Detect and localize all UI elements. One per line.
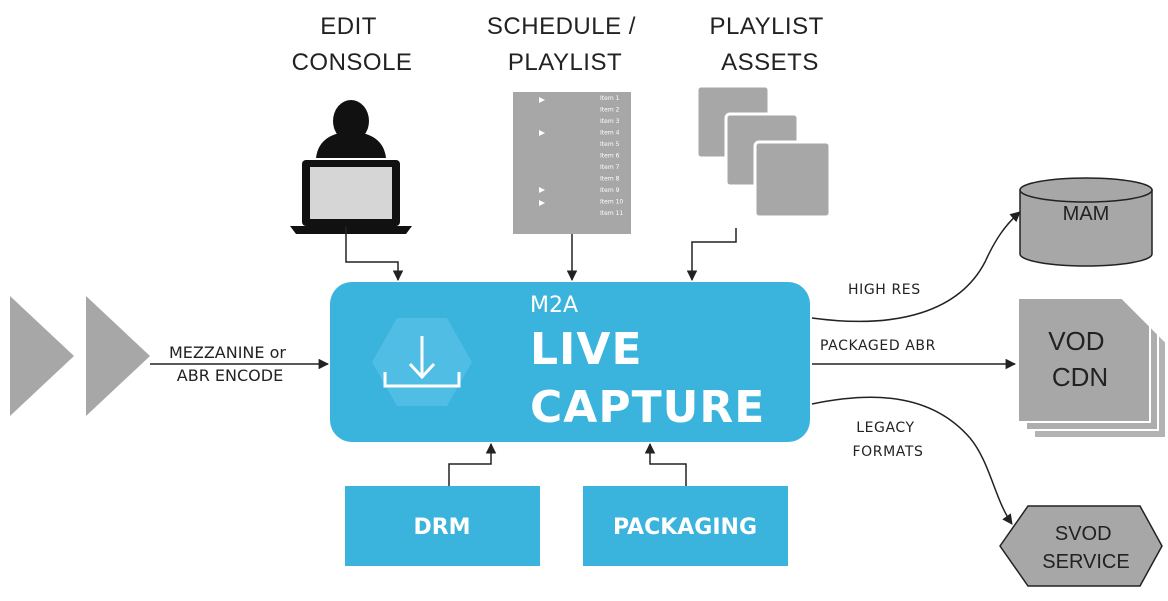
- playlist-row: Item 2: [600, 107, 620, 114]
- person-icon: [316, 100, 386, 158]
- person-laptop-icon: [290, 100, 412, 234]
- core-title-line2: CAPTURE: [530, 382, 765, 433]
- playlist-assets-label: PLAYLIST ASSETS: [709, 13, 830, 76]
- input-label: MEZZANINE or ABR ENCODE: [169, 343, 291, 385]
- live-capture-block: [330, 282, 810, 442]
- playlist-row: Item 1: [600, 95, 620, 102]
- stacked-documents-icon: [1017, 297, 1167, 439]
- playlist-row: Item 3: [600, 118, 620, 125]
- playlist-row: Item 8: [600, 176, 620, 183]
- packaging-label: PACKAGING: [613, 515, 757, 540]
- legacy-label: LEGACY FORMATS: [852, 420, 923, 460]
- playlist-row: Item 7: [600, 164, 620, 171]
- assets-connector: [686, 228, 737, 282]
- packaged-abr-label: PACKAGED ABR: [820, 338, 936, 354]
- packaging-box: [583, 486, 788, 566]
- playlist-assets-icon: [695, 84, 832, 219]
- playlist-row: Item 4: [600, 130, 620, 137]
- drm-box: [345, 486, 540, 566]
- schedule-playlist-label: SCHEDULE / PLAYLIST: [487, 13, 643, 76]
- drm-connector: [448, 442, 497, 486]
- playlist-row: Item 5: [600, 141, 620, 148]
- laptop-icon: [290, 160, 412, 234]
- drm-label: DRM: [413, 515, 470, 540]
- packaging-connector: [644, 442, 687, 486]
- hexagon-service-icon: [999, 505, 1163, 587]
- play-triangles-icon: [10, 296, 150, 416]
- playlist-row: Item 11: [600, 210, 623, 217]
- edit-console-connector: [345, 226, 404, 282]
- legacy-connector: [811, 396, 1013, 525]
- playlist-row: Item 9: [600, 187, 620, 194]
- database-cylinder-icon: [1019, 177, 1153, 267]
- playlist-row: Item 10: [600, 199, 623, 206]
- playlist-rows: Item 1 Item 2 Item 3 Item 4 Item 5 Item 6 Item…: [600, 95, 623, 217]
- core-prefix: M2A: [530, 293, 578, 318]
- download-hexagon-icon: [372, 318, 472, 406]
- high-res-label: HIGH RES: [848, 282, 921, 298]
- core-title-line1: LIVE: [530, 324, 643, 375]
- high-res-connector: [811, 211, 1021, 323]
- vod-cdn-label: VOD CDN: [1048, 326, 1112, 392]
- mam-label: MAM: [1063, 203, 1110, 225]
- edit-console-label: EDIT CONSOLE: [292, 13, 413, 76]
- svod-label: SVOD SERVICE: [1042, 523, 1129, 573]
- playlist-row: Item 6: [600, 153, 620, 160]
- playlist-document-icon: Item 1 Item 2 Item 3 Item 4 Item 5 Item 6 Item…: [513, 92, 631, 234]
